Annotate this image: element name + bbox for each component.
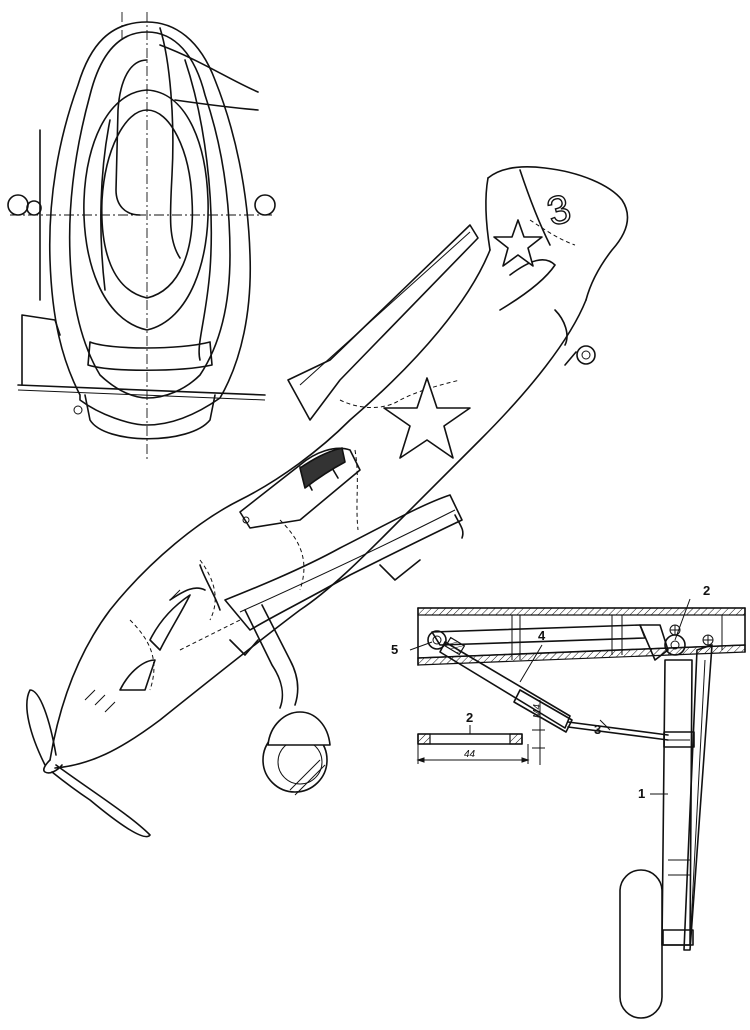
callout-strut: 1 [638,786,645,801]
landing-gear-detail: 2 5 4 3 1 [391,583,746,1019]
gear-wheel [619,869,663,1019]
star-insignia-tail [493,219,543,267]
pin-length: 44 [464,749,476,760]
aircraft-side-view: 3 [26,166,629,838]
front-view [7,12,276,460]
pin-part-number: 2 [466,710,473,725]
callout-actuator-mount: 5 [391,642,398,657]
callout-brace-rod: 3 [594,722,601,737]
callout-actuator: 4 [538,628,546,643]
callout-pivot: 2 [703,583,710,598]
star-insignia-fuselage [383,377,471,459]
fuselage-number: 3 [543,186,576,234]
pin-detail: 2 44 M4 [416,700,545,765]
propeller [26,689,57,766]
pin-thread: M4 [532,704,543,718]
